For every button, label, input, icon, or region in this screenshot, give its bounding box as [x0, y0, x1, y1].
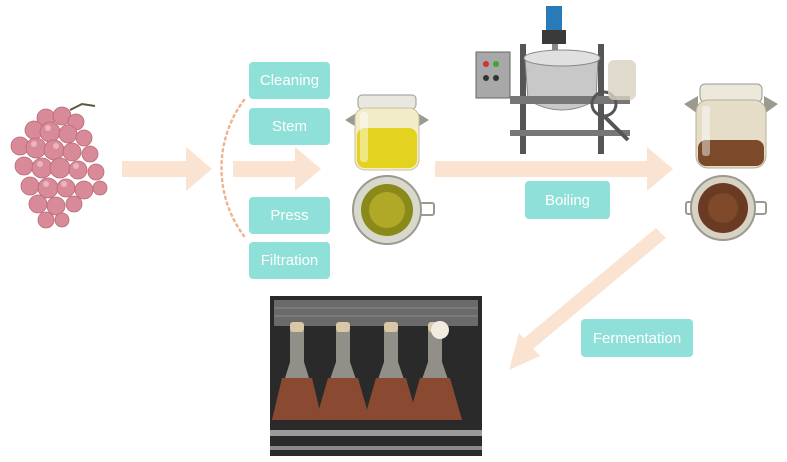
step-filtration: Filtration	[249, 242, 330, 279]
step-stem: Stem	[249, 108, 330, 145]
step-fermentation-label: Fermentation	[593, 330, 681, 347]
step-boiling: Boiling	[525, 181, 610, 219]
step-boiling-label: Boiling	[545, 192, 590, 209]
step-press: Press	[249, 197, 330, 234]
step-press-label: Press	[270, 207, 308, 224]
step-filtration-label: Filtration	[261, 252, 319, 269]
step-fermentation: Fermentation	[581, 319, 693, 357]
step-cleaning: Cleaning	[249, 62, 330, 99]
step-stem-label: Stem	[272, 118, 307, 135]
step-cleaning-label: Cleaning	[260, 72, 319, 89]
